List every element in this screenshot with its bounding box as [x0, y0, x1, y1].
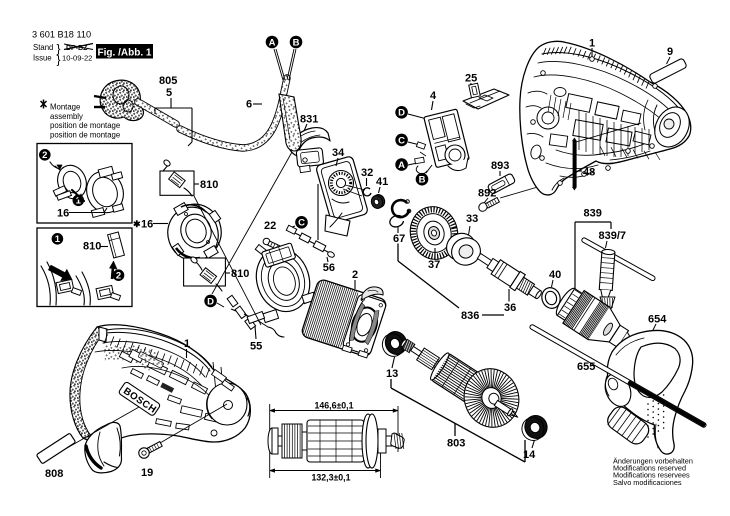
svg-text:14: 14 — [523, 449, 536, 461]
svg-text:37: 37 — [428, 259, 440, 271]
svg-text:32: 32 — [361, 167, 373, 179]
svg-text:}: } — [57, 53, 61, 67]
svg-text:22: 22 — [264, 220, 276, 232]
svg-text:655: 655 — [577, 361, 595, 373]
svg-text:836: 836 — [461, 310, 479, 322]
svg-text:10-09-22: 10-09-22 — [62, 54, 92, 63]
svg-text:3 601 B18 110: 3 601 B18 110 — [32, 30, 91, 40]
svg-text:2: 2 — [116, 271, 121, 282]
svg-text:2: 2 — [42, 150, 47, 161]
svg-text:A: A — [269, 37, 276, 48]
svg-text:position de montage: position de montage — [50, 130, 120, 139]
svg-text:36: 36 — [504, 302, 516, 314]
svg-text:Salvo modificaciones: Salvo modificaciones — [613, 478, 682, 487]
svg-text:19: 19 — [141, 467, 153, 479]
svg-text:810: 810 — [83, 241, 101, 253]
svg-text:16: 16 — [57, 208, 69, 220]
svg-text:67: 67 — [393, 233, 405, 245]
svg-text:B: B — [293, 37, 300, 48]
svg-text:13: 13 — [386, 368, 398, 380]
svg-text:33: 33 — [466, 213, 478, 225]
svg-text:Stand: Stand — [33, 43, 53, 52]
svg-text:D: D — [207, 296, 214, 307]
svg-text:5: 5 — [166, 87, 172, 99]
svg-text:146,6±0,1: 146,6±0,1 — [314, 401, 353, 411]
svg-text:C: C — [398, 135, 405, 146]
svg-text:808: 808 — [45, 468, 63, 480]
svg-text:16: 16 — [141, 219, 153, 231]
svg-text:892: 892 — [478, 188, 496, 200]
svg-text:805: 805 — [159, 75, 177, 87]
svg-text:839: 839 — [584, 208, 602, 220]
svg-text:assembly: assembly — [50, 112, 83, 121]
svg-text:1: 1 — [76, 196, 82, 207]
svg-text:Modifications reservees: Modifications reservees — [613, 471, 690, 480]
svg-text:B: B — [419, 175, 426, 186]
svg-text:839/7: 839/7 — [599, 230, 627, 242]
svg-text:654: 654 — [648, 314, 667, 326]
svg-text:4: 4 — [430, 90, 437, 102]
svg-text:1: 1 — [589, 38, 595, 50]
svg-text:1: 1 — [55, 234, 61, 245]
svg-text:9: 9 — [667, 46, 673, 58]
svg-text:Montage: Montage — [50, 103, 80, 112]
svg-text:34: 34 — [332, 147, 345, 159]
svg-text:893: 893 — [491, 160, 509, 172]
svg-text:40: 40 — [549, 269, 561, 281]
svg-text:Änderungen vorbehalten: Änderungen vorbehalten — [613, 457, 693, 466]
svg-text:810: 810 — [231, 268, 249, 280]
svg-text:56: 56 — [323, 262, 335, 274]
svg-text:DP-BZ: DP-BZ — [66, 45, 88, 52]
svg-text:831: 831 — [300, 114, 318, 126]
svg-text:41: 41 — [376, 176, 388, 188]
svg-text:132,3±0,1: 132,3±0,1 — [311, 473, 350, 483]
svg-text:55: 55 — [250, 341, 262, 353]
svg-text:✱: ✱ — [133, 219, 141, 229]
svg-text:6: 6 — [246, 99, 252, 111]
svg-text:803: 803 — [447, 438, 465, 450]
svg-text:810: 810 — [200, 179, 218, 191]
svg-text:position de montage: position de montage — [50, 121, 120, 130]
svg-text:D: D — [398, 108, 405, 119]
svg-text:Issue: Issue — [33, 54, 52, 63]
svg-text:1: 1 — [184, 338, 190, 350]
svg-text:C: C — [298, 218, 305, 229]
svg-text:25: 25 — [465, 73, 477, 85]
svg-text:}: } — [57, 42, 61, 56]
svg-text:2: 2 — [352, 269, 358, 281]
svg-text:48: 48 — [583, 167, 595, 179]
svg-text:Modifications reserved: Modifications reserved — [613, 464, 686, 473]
svg-text:A: A — [398, 160, 405, 171]
svg-text:Fig. /Abb. 1: Fig. /Abb. 1 — [98, 47, 152, 58]
